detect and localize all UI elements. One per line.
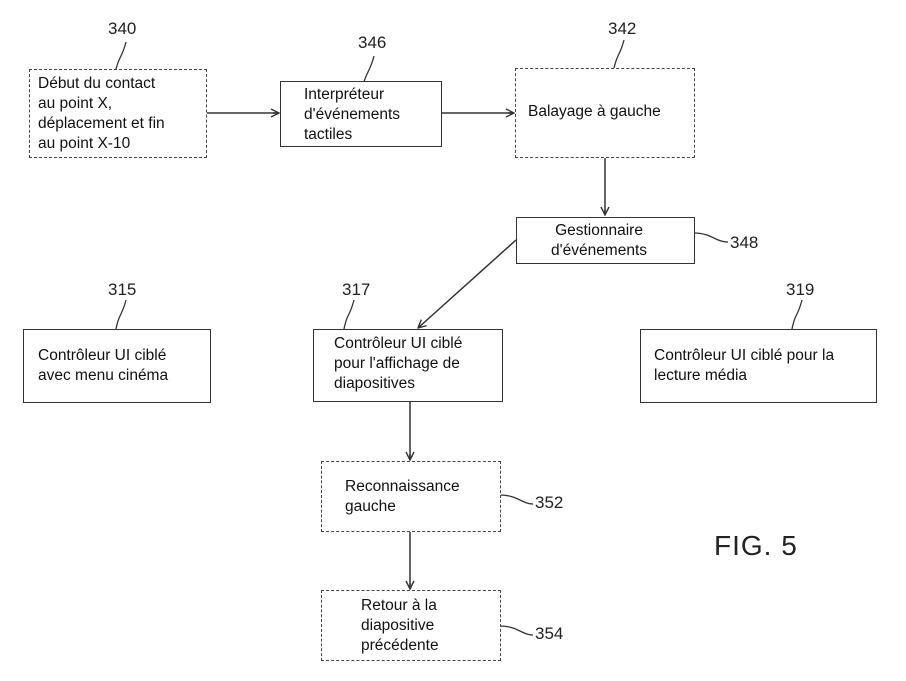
node-left-recognition-label: Reconnaissance gauche [345,477,460,517]
ref-number-354: 354 [535,624,563,644]
node-ui-controller-media-playback: Contrôleur UI ciblé pour la lecture médi… [640,329,877,403]
ref-number-348: 348 [730,233,758,253]
leader-354 [500,626,533,635]
leader-352 [500,495,533,504]
leader-340 [116,42,126,69]
node-ui-controller-media-playback-label: Contrôleur UI ciblé pour la lecture médi… [654,346,834,386]
ref-number-315: 315 [108,280,136,300]
node-touch-start-label: Début du contact au point X, déplacement… [38,74,165,154]
leader-348 [694,233,728,242]
node-swipe-left-label: Balayage à gauche [528,102,661,122]
figure-label: FIG. 5 [714,530,798,562]
ref-number-319: 319 [786,280,814,300]
leader-317 [344,300,354,329]
node-ui-controller-slideshow-label: Contrôleur UI ciblé pour l'affichage de … [334,334,462,394]
node-left-recognition: Reconnaissance gauche [321,461,501,532]
node-event-manager-label: Gestionnaire d'événements [551,221,647,261]
node-touch-event-interpreter-label: Interpréteur d'événements tactiles [304,85,400,145]
node-touch-event-interpreter: Interpréteur d'événements tactiles [280,81,442,147]
node-ui-controller-cinema-menu-label: Contrôleur UI ciblé avec menu cinéma [38,346,168,386]
ref-number-352: 352 [535,493,563,513]
ref-number-317: 317 [342,280,370,300]
leader-342 [614,40,624,68]
node-touch-start: Début du contact au point X, déplacement… [29,69,207,158]
ref-number-346: 346 [358,33,386,53]
leader-319 [792,300,802,329]
leader-346 [364,56,374,82]
node-event-manager: Gestionnaire d'événements [516,217,695,264]
ref-number-340: 340 [108,19,136,39]
node-return-previous-slide-label: Retour à la diapositive précédente [361,596,439,656]
node-swipe-left: Balayage à gauche [515,68,695,158]
node-return-previous-slide: Retour à la diapositive précédente [321,590,501,661]
node-ui-controller-cinema-menu: Contrôleur UI ciblé avec menu cinéma [23,329,211,403]
arrow-348-to-317 [418,240,516,328]
node-ui-controller-slideshow: Contrôleur UI ciblé pour l'affichage de … [313,329,503,402]
leader-315 [116,300,126,329]
ref-number-342: 342 [608,19,636,39]
